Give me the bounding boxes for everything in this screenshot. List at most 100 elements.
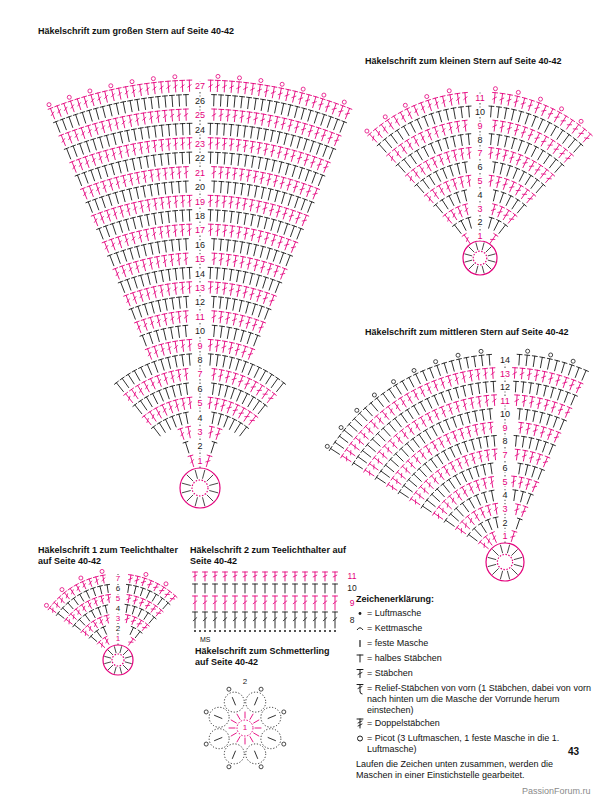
- stitch-symbol: [316, 127, 321, 129]
- stitch-symbol: [237, 125, 238, 136]
- stitch-symbol: [260, 177, 264, 179]
- stitch-symbol: [292, 150, 297, 151]
- stitch-symbol: [165, 225, 170, 227]
- stitch-symbol: [126, 263, 131, 265]
- stitch-symbol: [120, 132, 122, 143]
- stitch-symbol: [214, 403, 218, 405]
- stitch-symbol: [512, 110, 514, 120]
- stitch-symbol: [278, 237, 281, 248]
- stitch-symbol: [84, 192, 86, 196]
- stitch-symbol: [271, 92, 275, 94]
- stitch-symbol: [225, 385, 230, 386]
- stitch-symbol: [165, 81, 170, 82]
- stitch-symbol: [258, 216, 263, 217]
- stitch-symbol: [185, 181, 187, 192]
- stitch-symbol: [130, 178, 133, 181]
- stitch-symbol: [88, 202, 92, 212]
- stitch-symbol: [253, 324, 257, 325]
- stitch-symbol: [215, 339, 220, 341]
- stitch-symbol: [112, 224, 116, 235]
- stitch-symbol: [252, 230, 254, 241]
- stitch-symbol: [180, 210, 185, 211]
- stitch-symbol: [185, 325, 186, 336]
- stitch-symbol: [275, 190, 280, 191]
- stitch-symbol: [564, 154, 571, 162]
- stitch-symbol: [208, 224, 213, 225]
- stitch-symbol: [557, 143, 561, 146]
- stitch-symbol: [269, 115, 271, 126]
- ring-stitch: [488, 254, 495, 256]
- stitch-symbol: [254, 118, 258, 120]
- stitch-symbol: [209, 142, 213, 144]
- stitch-symbol: [172, 355, 177, 357]
- stitch-symbol: [126, 394, 133, 403]
- stitch-symbol: [133, 144, 135, 155]
- stitch-symbol: [136, 262, 139, 273]
- stitch-symbol: [153, 232, 156, 235]
- ring-stitch: [187, 495, 193, 501]
- stitch-symbol: [111, 164, 114, 175]
- stitch-symbol: [407, 174, 414, 182]
- stitch-symbol: [503, 210, 509, 219]
- stitch-symbol: [136, 118, 139, 121]
- stitch-symbol: [234, 329, 237, 340]
- stitch-symbol: [396, 163, 400, 166]
- stitch-symbol: [289, 215, 293, 216]
- stitch-symbol: [183, 441, 188, 443]
- stitch-symbol: [216, 229, 220, 231]
- stitch-symbol: [314, 112, 317, 123]
- stitch-symbol: [461, 107, 462, 118]
- stitch-symbol: [165, 299, 167, 310]
- stitch-symbol: [136, 114, 138, 125]
- stitch-symbol: [527, 195, 534, 203]
- stitch-symbol: [239, 422, 243, 425]
- stitch-symbol: [275, 117, 277, 128]
- stitch-symbol: [142, 381, 146, 383]
- stitch-symbol: [67, 148, 71, 158]
- stitch-symbol: [280, 236, 285, 238]
- stitch-symbol: [181, 345, 184, 348]
- stitch-symbol: [129, 115, 131, 126]
- stitch-symbol: [106, 226, 110, 237]
- stitch-symbol: [132, 237, 135, 240]
- stitch-symbol: [132, 389, 138, 398]
- stitch-symbol: [275, 282, 279, 292]
- stitch-symbol: [579, 142, 583, 145]
- stitch-symbol: [461, 135, 463, 146]
- stitch-symbol: [131, 217, 136, 218]
- stitch-symbol: [151, 379, 156, 389]
- stitch-symbol: [249, 205, 253, 207]
- stitch-symbol: [112, 153, 115, 156]
- stitch-symbol: [291, 135, 296, 136]
- stitch-symbol: [222, 268, 227, 270]
- stitch-symbol: [308, 185, 313, 187]
- stitch-symbol: [215, 210, 220, 211]
- stitch-symbol: [435, 127, 439, 137]
- stitch-symbol: [464, 235, 470, 244]
- stitch-symbol: [171, 172, 174, 175]
- stitch-symbol: [207, 455, 212, 456]
- stitch-symbol: [144, 323, 147, 326]
- stitch-symbol: [150, 174, 153, 177]
- stitch-symbol: [88, 126, 91, 137]
- stitch-symbol: [219, 384, 221, 395]
- stitch-symbol: [244, 213, 249, 215]
- stitch-symbol: [261, 262, 264, 273]
- stitch-symbol: [143, 260, 146, 271]
- stitch-symbol: [128, 174, 133, 175]
- stitch-symbol: [166, 388, 170, 399]
- stitch-symbol: [59, 134, 64, 136]
- stitch-symbol: [187, 195, 192, 196]
- stitch-symbol: [157, 320, 160, 323]
- stitch-symbol: [244, 213, 246, 224]
- stitch-symbol: [164, 377, 167, 380]
- stitch-symbol: [182, 196, 184, 207]
- stitch-symbol: [212, 413, 214, 424]
- stitch-symbol: [286, 255, 290, 265]
- stitch-symbol: [239, 408, 244, 418]
- stitch-symbol: [230, 125, 232, 136]
- stitch-symbol: [223, 196, 225, 207]
- stitch-symbol: [554, 149, 558, 150]
- stitch-symbol: [141, 170, 146, 172]
- stitch-symbol: [320, 98, 325, 100]
